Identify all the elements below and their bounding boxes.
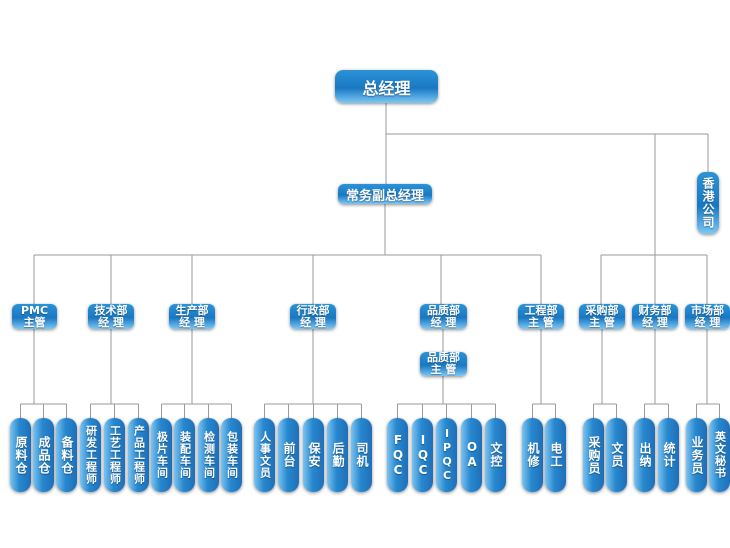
position-label: OA [465, 440, 479, 470]
dept-tech: 技术部 经 理 [88, 304, 134, 329]
position-finance-2: 统计 [658, 418, 679, 492]
position-production-4: 包装车间 [221, 418, 242, 492]
position-pmc-1: 原料仓 [10, 418, 31, 492]
dept-quality-manager: 品质部 经 理 [420, 304, 467, 329]
dept-pmc: PMC 主管 [12, 304, 57, 329]
position-quality-2: IQC [412, 418, 433, 492]
position-label: 前台 [282, 442, 296, 468]
position-quality-3: IPQC [436, 418, 457, 492]
position-label: 保安 [307, 442, 321, 468]
position-label: 原料仓 [14, 435, 28, 475]
position-label: 统计 [662, 442, 676, 468]
position-label: 成品仓 [37, 435, 51, 475]
position-engineering-1: 机修 [522, 418, 543, 492]
position-pmc-2: 成品仓 [33, 418, 54, 492]
position-pmc-3: 备料仓 [56, 418, 77, 492]
dept-quality-supervisor-label: 品质部 主 管 [427, 351, 460, 376]
position-quality-4: OA [461, 418, 482, 492]
position-label: 业务员 [690, 435, 704, 475]
general-manager-box: 总经理 [335, 70, 438, 103]
hong-kong-company-label: 香港公司 [701, 177, 715, 229]
position-label: 备料仓 [60, 435, 74, 475]
dept-production: 生产部 经 理 [169, 304, 215, 329]
dept-engineering: 工程部 主 管 [518, 304, 564, 329]
position-label: 出纳 [638, 442, 652, 468]
dept-marketing: 市场部 经 理 [685, 304, 730, 329]
position-label: 装配车间 [178, 431, 192, 479]
position-marketing-2: 英文秘书 [709, 418, 730, 492]
dept-tech-label: 技术部 经 理 [94, 303, 128, 329]
dept-finance: 财务部 经 理 [632, 304, 678, 329]
position-label: IPQC [440, 427, 454, 483]
position-admin-4: 后勤 [327, 418, 348, 492]
position-purchasing-2: 文员 [606, 418, 627, 492]
position-admin-3: 保安 [303, 418, 324, 492]
dept-production-label: 生产部 经 理 [175, 303, 209, 329]
position-admin-5: 司机 [351, 418, 372, 492]
dept-admin: 行政部 经 理 [290, 304, 336, 329]
dept-purchasing-label: 采购部 主 管 [585, 303, 619, 329]
dept-admin-label: 行政部 经 理 [296, 303, 330, 329]
position-label: 文员 [610, 442, 624, 468]
position-label: FQC [391, 432, 405, 478]
position-label: 人事文员 [258, 431, 272, 479]
position-purchasing-1: 采购员 [583, 418, 604, 492]
dept-marketing-label: 市场部 经 理 [691, 303, 724, 329]
dept-quality-manager-label: 品质部 经 理 [427, 303, 460, 329]
position-production-1: 极片车间 [151, 418, 172, 492]
position-marketing-1: 业务员 [686, 418, 707, 492]
hong-kong-company-box: 香港公司 [697, 172, 719, 234]
position-label: 英文秘书 [713, 431, 727, 479]
dept-finance-label: 财务部 经 理 [638, 303, 672, 329]
dept-pmc-label: PMC 主管 [20, 303, 49, 329]
position-admin-2: 前台 [278, 418, 299, 492]
position-quality-5: 文控 [485, 418, 506, 492]
position-tech-2: 工艺工程师 [104, 418, 125, 492]
position-label: 极片车间 [155, 431, 169, 479]
dept-quality-supervisor: 品质部 主 管 [420, 352, 467, 376]
position-label: 工艺工程师 [108, 425, 122, 485]
position-label: 采购员 [587, 435, 601, 475]
dept-purchasing: 采购部 主 管 [579, 304, 625, 329]
position-label: 研发工程师 [84, 425, 98, 485]
position-label: 司机 [355, 442, 369, 468]
general-manager-label: 总经理 [362, 78, 411, 98]
dept-engineering-label: 工程部 主 管 [524, 303, 558, 329]
executive-vp-box: 常务副总经理 [338, 184, 432, 204]
position-quality-1: FQC [387, 418, 408, 492]
position-production-2: 装配车间 [174, 418, 195, 492]
position-tech-1: 研发工程师 [80, 418, 101, 492]
position-production-3: 检测车间 [198, 418, 219, 492]
position-label: 后勤 [331, 442, 345, 468]
position-label: 文控 [489, 442, 503, 468]
position-label: 产品工程师 [132, 425, 146, 485]
position-label: 机修 [526, 442, 540, 468]
position-label: 检测车间 [202, 431, 216, 479]
position-admin-1: 人事文员 [254, 418, 275, 492]
position-label: 电工 [549, 442, 563, 468]
position-label: 包装车间 [225, 431, 239, 479]
position-finance-1: 出纳 [634, 418, 655, 492]
position-tech-3: 产品工程师 [128, 418, 149, 492]
executive-vp-label: 常务副总经理 [345, 188, 424, 204]
position-engineering-2: 电工 [545, 418, 566, 492]
position-label: IQC [416, 432, 430, 478]
